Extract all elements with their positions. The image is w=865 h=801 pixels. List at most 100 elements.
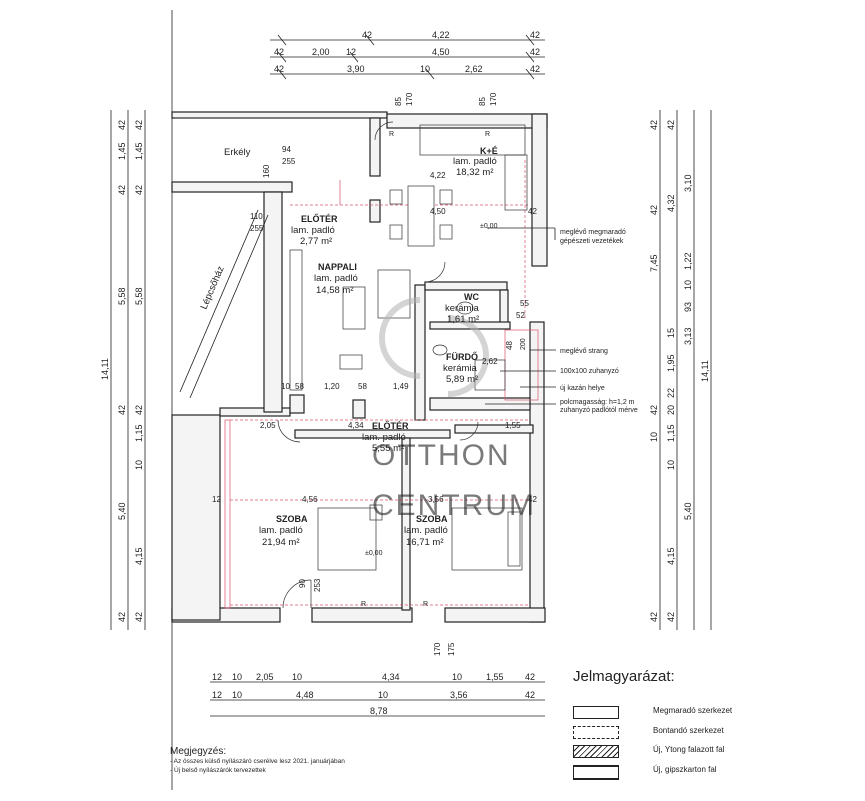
dim-right-a-8: 3,13 [683,327,693,345]
dim-left-inner-1: 1,45 [134,142,144,160]
annotation-polc-1: polcmagasság: h=1,2 m [560,399,635,406]
level-2: ±0,00 [365,550,383,557]
legend-item-gipszkarton: Új, gipszkarton fal [573,765,823,781]
dim-right-a-6: 93 [683,302,693,312]
legend-label-existing: Megmaradó szerkezet [653,706,733,715]
notes-line-2: - Új belső nyílászárók tervezettek [170,767,266,774]
bottom-dimensions: 12 10 2,05 10 4,34 10 1,55 42 12 10 4,48… [210,672,545,717]
legend-swatch-demolish [573,726,619,739]
dim-right-a-10: 22 [666,388,676,398]
dim-255a: 255 [282,157,296,166]
room-nappali-floor: lam. padló [314,273,358,284]
dim-top-r1-1: 4,22 [432,30,450,40]
dim-right-b-1: 7,45 [649,254,659,272]
dim-right-a-2: 4,32 [666,194,676,212]
dim-right-total: 14,11 [700,360,710,382]
annotation-gepeszeti-2: gépészeti vezetékek [560,238,624,245]
dim-left-outer-0: 42 [117,120,127,130]
room-furdo-area: 5,89 m² [446,374,478,385]
radiator-1: R [389,131,394,138]
dim-bottom-r1-7: 42 [525,672,535,682]
room-eloter1-area: 2,77 m² [300,236,332,247]
legend-item-existing: Megmaradó szerkezet [573,706,823,722]
room-wc-floor: kerámia [445,303,480,314]
dim-356: 3,56 [428,495,444,504]
dim-right-a-0: 42 [649,120,659,130]
radiator-3: R [423,601,428,608]
top-dimensions: 42 4,22 42 42 2,00 12 4,50 42 42 3,90 10… [270,30,545,80]
notes: Megjegyzés: - Az összes külső nyílászáró… [170,746,470,775]
dim-left-inner-8: 42 [134,612,144,622]
dim-200: 200 [520,338,527,350]
dim-bottom-r1-0: 12 [212,672,222,682]
dim-right-b-0: 42 [666,120,676,130]
dim-42s: 42 [528,495,537,504]
dim-110: 110 [250,212,263,221]
stair-diagonal-2 [189,214,269,399]
stair-diagonal [179,209,259,393]
dim-right-b-2: 10 [649,432,659,442]
room-szoba2-area: 16,71 m² [406,537,444,548]
dim-90: 90 [298,579,307,588]
room-eloter1-floor: lam. padló [291,225,335,236]
room-wc-area: 1,61 m² [447,314,479,325]
watermark: OTTHON CENTRUM [372,297,534,522]
level-1: ±0,00 [480,223,498,230]
dim-right-a-11: 20 [666,405,676,415]
dim-456: 4,56 [302,495,318,504]
dim-left-inner-7: 4,15 [134,547,144,565]
dim-left-inner-2: 42 [134,185,144,195]
dim-top-r1-0: 42 [362,30,372,40]
dim-422: 4,22 [430,171,446,180]
dim-170a: 170 [405,92,414,106]
annotation-strang: meglévő strang [560,348,608,355]
dim-top-r2-3: 4,50 [432,47,450,57]
legend-swatch-gipszkarton [573,765,619,780]
dim-left-outer-6: 42 [117,612,127,622]
dim-top-r3-4: 42 [530,64,540,74]
legend-label-gipszkarton: Új, gipszkarton fal [653,765,717,774]
dim-10: 10 [281,382,290,391]
right-dimensions: 42 3,10 4,32 42 1,22 10 93 15 3,13 1,95 … [649,110,712,630]
radiator-2: R [361,601,366,608]
dim-149: 1,49 [393,382,409,391]
legend-swatch-ytong [573,745,619,758]
dim-top-r3-2: 10 [420,64,430,74]
room-wc-name: WC [464,292,479,302]
dim-right-a-9: 1,95 [666,354,676,372]
dim-left-total: 14,11 [100,358,110,380]
notes-line-1: - Az összes külső nyílászáró cserélve le… [170,758,345,765]
dim-left-inner-6: 10 [134,460,144,470]
dim-bottom-r1-2: 2,05 [256,672,274,682]
dim-right-a-7: 15 [666,328,676,338]
dim-top-r2-0: 42 [274,47,284,57]
dim-205: 2,05 [260,421,276,430]
dim-170b: 170 [489,92,498,106]
annotation-polc-2: zuhanyzó padlótól mérve [560,407,638,414]
dim-58b: 58 [358,382,367,391]
dim-155: 1,55 [505,421,521,430]
dim-52: 52 [516,311,525,320]
planned-walls [224,160,539,609]
room-labels: Erkély K+É lam. padló 18,32 m² ELŐTÉR la… [199,146,498,548]
room-erkely: Erkély [224,147,251,158]
annotation-zuhanyzo: 100x100 zuhanyzó [560,368,619,375]
dim-top-r2-4: 42 [530,47,540,57]
dim-right-a-4: 1,22 [683,252,693,270]
notes-title: Megjegyzés: [170,746,227,757]
dim-434: 4,34 [348,421,364,430]
dim-right-a-15: 42 [666,612,676,622]
dim-bottom-r2-4: 3,56 [450,690,468,700]
dim-left-inner-0: 42 [134,120,144,130]
room-ke-floor: lam. padló [453,156,497,167]
dim-right-b-3: 42 [649,405,659,415]
left-dimensions: 42 1,45 42 5,58 42 5,40 42 42 1,45 42 5,… [100,110,146,630]
legend-swatch-existing [573,706,619,719]
room-ke-area: 18,32 m² [456,167,494,178]
legend-label-ytong: Új, Ytong falazott fal [653,745,725,754]
dim-85a: 85 [394,97,403,106]
room-furdo-floor: kerámia [443,363,478,374]
annotations: meglévő megmaradó gépészeti vezetékek me… [485,227,638,414]
dim-left-outer-5: 5,40 [117,502,127,520]
